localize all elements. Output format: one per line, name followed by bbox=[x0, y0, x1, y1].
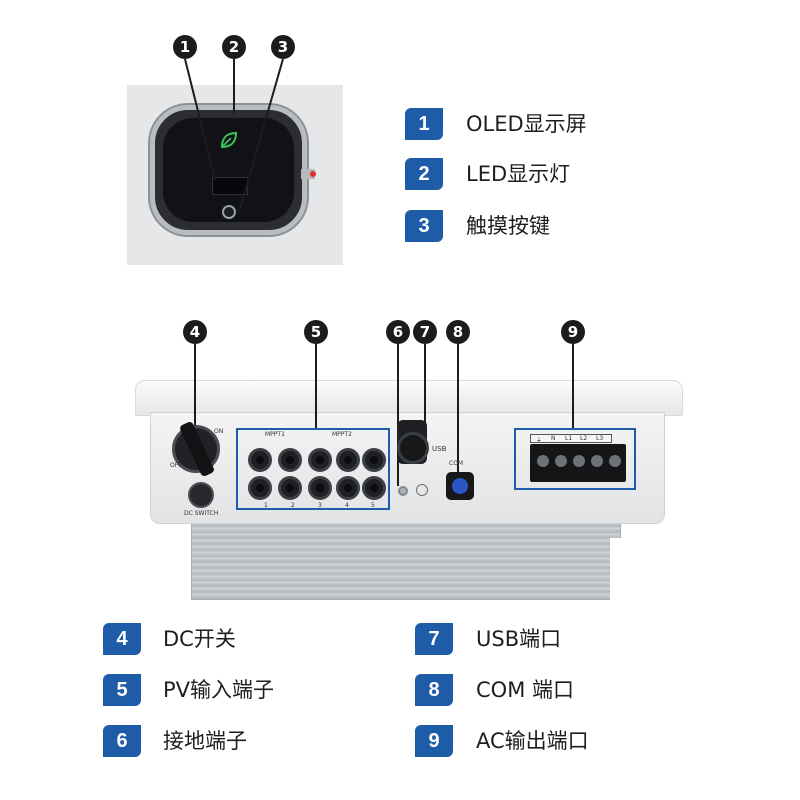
ground-icon bbox=[416, 484, 428, 496]
legend-badge-2: 2 bbox=[405, 158, 443, 190]
legend-label-com: COM 端口 bbox=[476, 678, 574, 702]
callout-line-4 bbox=[194, 344, 196, 430]
legend-badge-4: 4 bbox=[103, 623, 141, 655]
callout-5: 5 bbox=[304, 320, 328, 344]
legend-badge-7: 7 bbox=[415, 623, 453, 655]
pv-number: 3 bbox=[318, 502, 322, 509]
usb-cap bbox=[397, 432, 429, 464]
legend-badge-9: 9 bbox=[415, 725, 453, 757]
dc-off-label: OFF bbox=[170, 462, 182, 469]
cable-gland bbox=[188, 482, 214, 508]
legend-badge-3: 3 bbox=[405, 210, 443, 242]
callout-line-9 bbox=[572, 344, 574, 428]
ac-terminal-l2: L2 bbox=[580, 435, 588, 442]
heatsink bbox=[191, 522, 621, 600]
mppt2-label: MPPT2 bbox=[332, 431, 352, 438]
callout-4: 4 bbox=[183, 320, 207, 344]
legend-label-ac-output: AC输出端口 bbox=[476, 729, 589, 753]
callout-line-6 bbox=[397, 344, 399, 486]
legend-badge-1: 1 bbox=[405, 108, 443, 140]
callout-line-2 bbox=[233, 59, 235, 114]
pv-connector bbox=[308, 476, 332, 500]
ac-terminal-block bbox=[530, 444, 626, 482]
dc-on-label: ON bbox=[214, 428, 224, 435]
display-closeup-photo bbox=[127, 85, 343, 265]
ac-terminal-labels bbox=[530, 434, 612, 443]
inverter-lid bbox=[135, 380, 683, 416]
callout-6: 6 bbox=[386, 320, 410, 344]
dc-switch-label: DC SWITCH bbox=[184, 510, 219, 517]
pv-connector bbox=[308, 448, 332, 472]
callout-line-5 bbox=[315, 344, 317, 428]
ac-terminal-pe: ⏚ bbox=[536, 437, 543, 444]
legend-label-led: LED显示灯 bbox=[466, 162, 571, 186]
callout-8: 8 bbox=[446, 320, 470, 344]
callout-line-7 bbox=[424, 344, 426, 424]
pv-connector bbox=[248, 448, 272, 472]
legend-label-dc-switch: DC开关 bbox=[163, 627, 236, 651]
pv-connector bbox=[278, 448, 302, 472]
pv-connector bbox=[362, 448, 386, 472]
ac-terminal-n: N bbox=[551, 435, 556, 442]
com-label: COM bbox=[449, 460, 464, 467]
pv-number: 4 bbox=[345, 502, 349, 509]
legend-label-oled: OLED显示屏 bbox=[466, 112, 587, 136]
legend-label-ground: 接地端子 bbox=[163, 729, 247, 753]
ac-terminal-l3: L3 bbox=[596, 435, 604, 442]
legend-badge-8: 8 bbox=[415, 674, 453, 706]
com-port-cap bbox=[452, 478, 468, 494]
led-indicator bbox=[310, 171, 316, 177]
callout-2: 2 bbox=[222, 35, 246, 59]
callout-9: 9 bbox=[561, 320, 585, 344]
heatsink-edge bbox=[610, 538, 650, 600]
legend-label-usb: USB端口 bbox=[476, 627, 562, 651]
pv-highlight-box bbox=[236, 428, 390, 510]
callout-7: 7 bbox=[413, 320, 437, 344]
legend-label-touch: 触摸按键 bbox=[466, 214, 550, 238]
leaf-icon bbox=[220, 131, 238, 149]
mppt1-label: MPPT1 bbox=[265, 431, 285, 438]
led-housing bbox=[301, 169, 315, 179]
ac-terminal-l1: L1 bbox=[565, 435, 573, 442]
ground-terminal bbox=[398, 486, 408, 496]
pv-connector bbox=[278, 476, 302, 500]
pv-number: 5 bbox=[371, 502, 375, 509]
callout-1: 1 bbox=[173, 35, 197, 59]
pv-connector bbox=[336, 448, 360, 472]
ac-highlight-box bbox=[514, 428, 636, 490]
pv-connector bbox=[362, 476, 386, 500]
pv-connector bbox=[336, 476, 360, 500]
callout-line-8 bbox=[457, 344, 459, 474]
usb-label: USB bbox=[432, 445, 447, 453]
legend-badge-6: 6 bbox=[103, 725, 141, 757]
pv-connector bbox=[248, 476, 272, 500]
callout-3: 3 bbox=[271, 35, 295, 59]
pv-number: 2 bbox=[291, 502, 295, 509]
pv-number: 1 bbox=[264, 502, 268, 509]
legend-badge-5: 5 bbox=[103, 674, 141, 706]
touch-button bbox=[222, 205, 236, 219]
legend-label-pv-input: PV输入端子 bbox=[163, 678, 275, 702]
